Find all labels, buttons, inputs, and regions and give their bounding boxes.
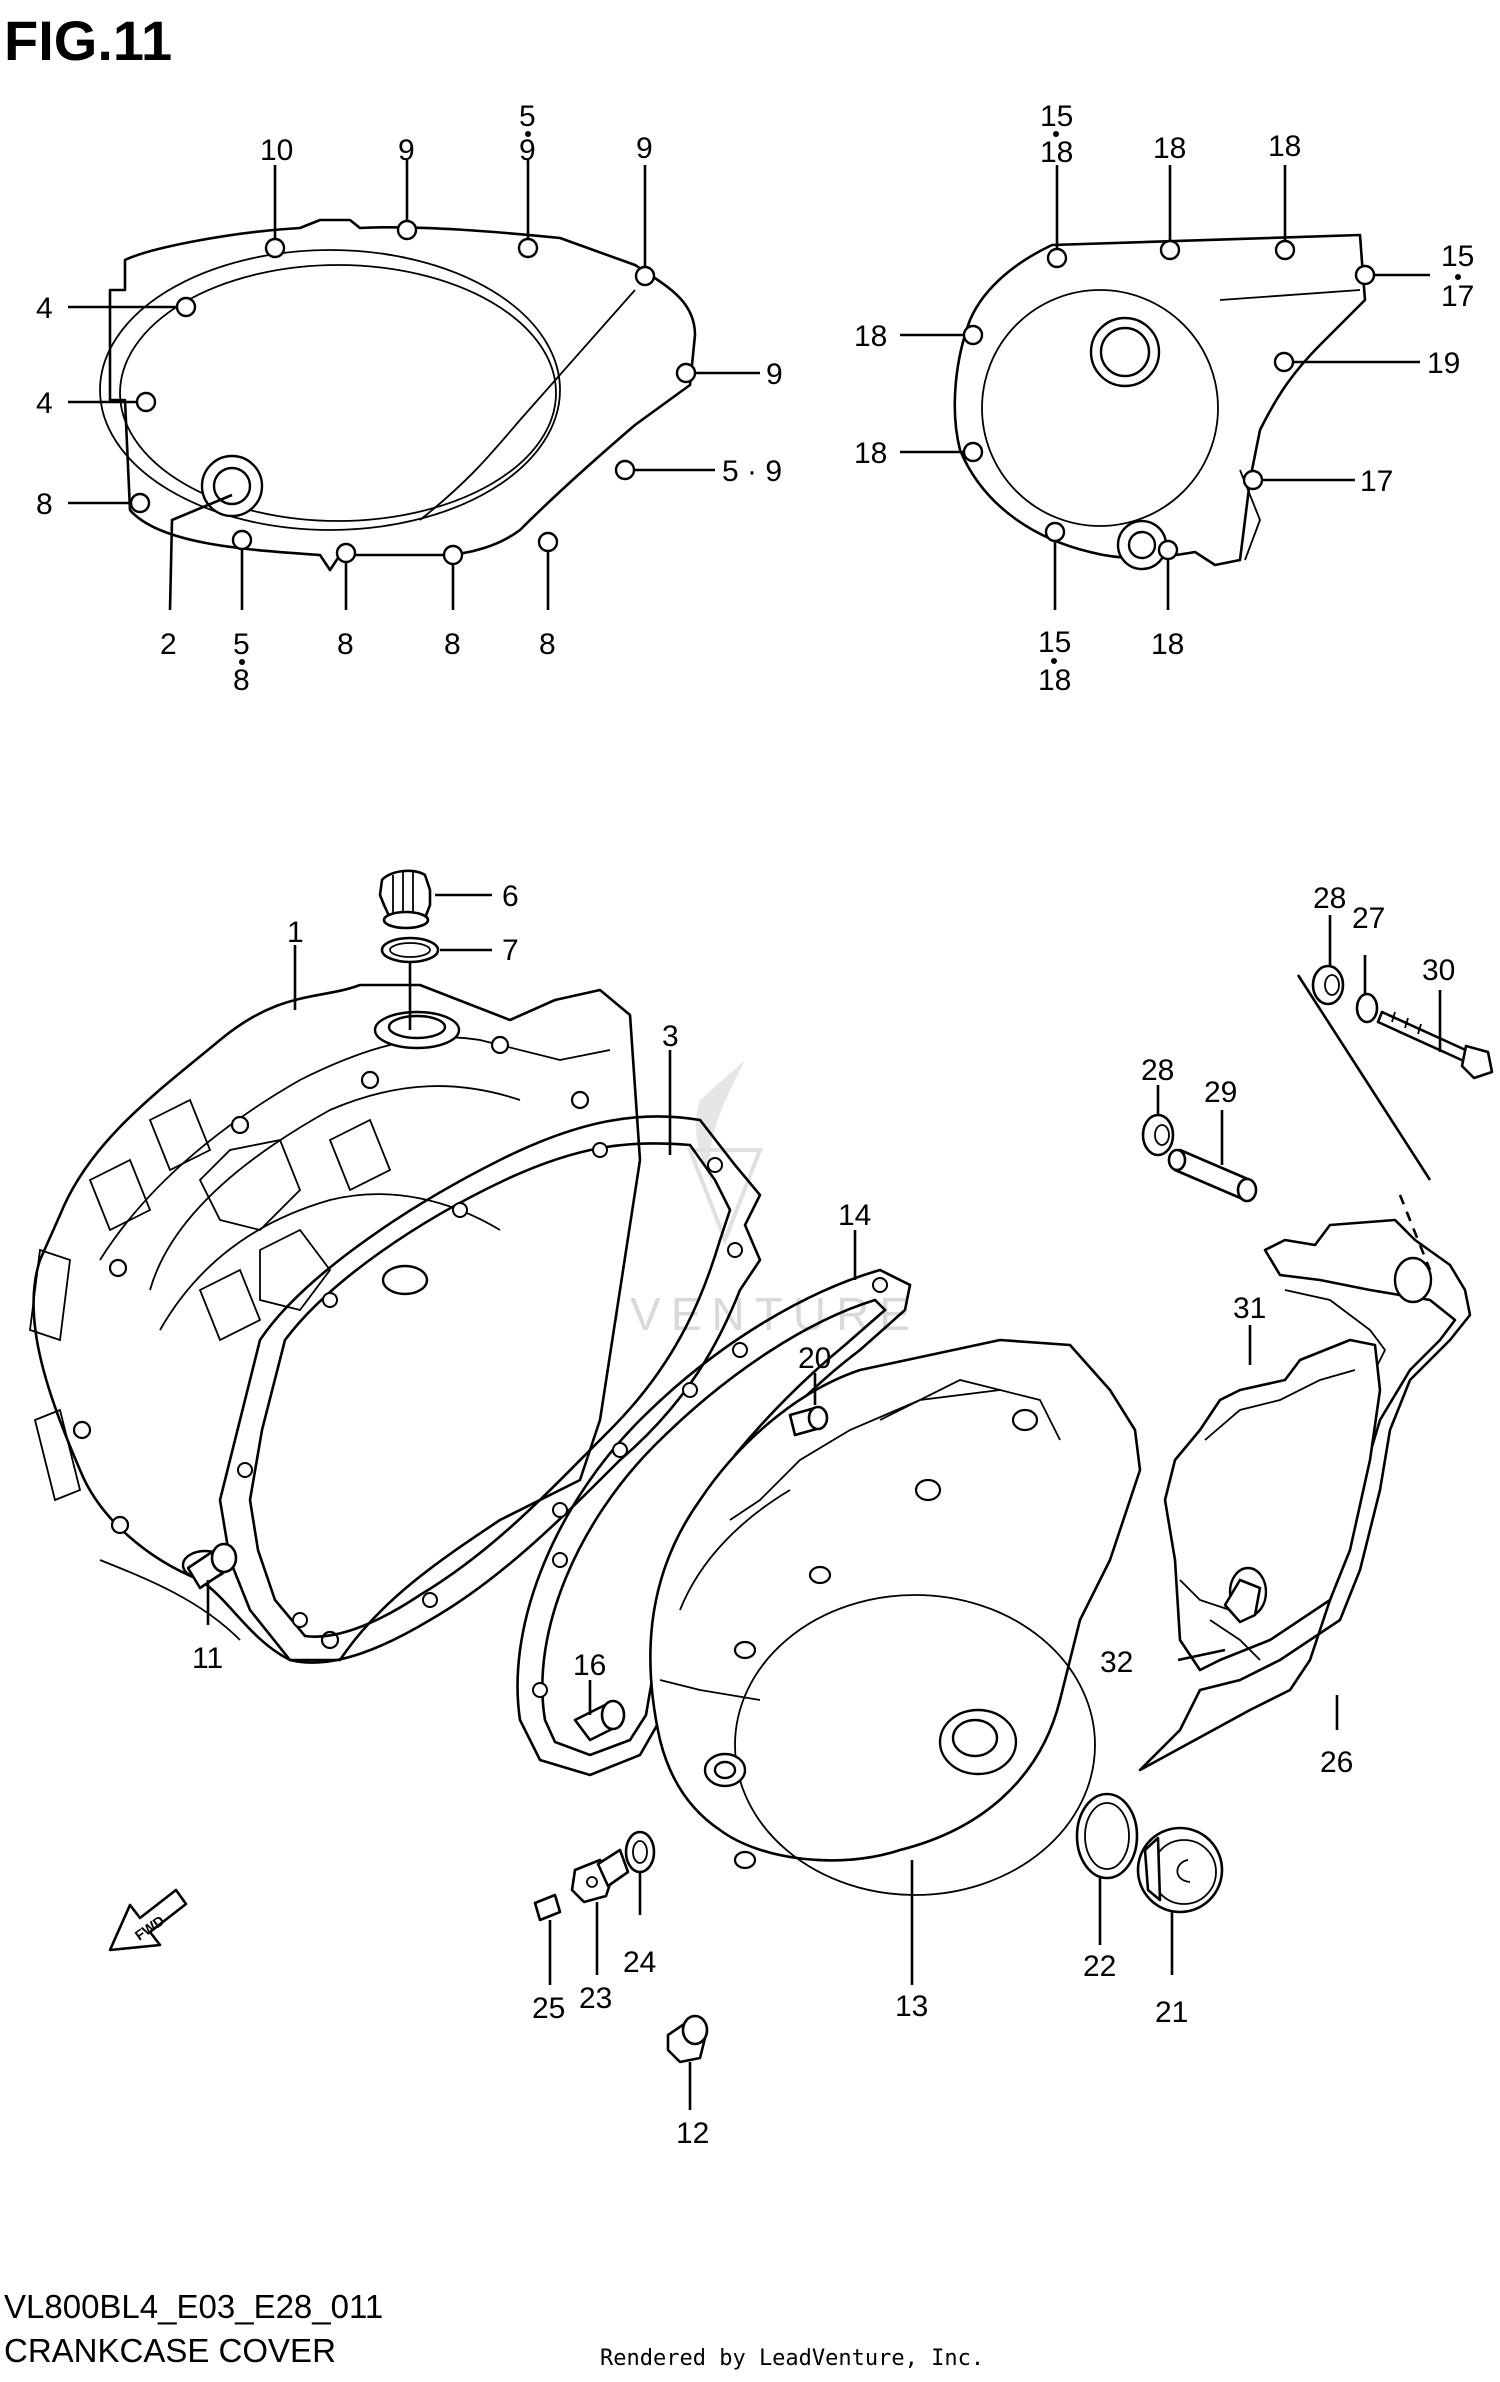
model-code: VL800BL4_E03_E28_011: [4, 2288, 383, 2325]
part-28-spacer-upper: [1311, 964, 1345, 1006]
top-left-leaders: [68, 160, 760, 611]
callout-18: 18: [1153, 132, 1186, 165]
part-11-dowel: [186, 1542, 238, 1590]
top-right-leaders: [900, 165, 1430, 610]
part-32-rubber: [1223, 1578, 1262, 1624]
callout-23: 23: [579, 1982, 612, 2015]
callout-27: 27: [1352, 902, 1385, 935]
callout-8: 8: [444, 628, 461, 661]
part-25-pin: [533, 1893, 562, 1922]
callout-8: 8: [337, 628, 354, 661]
callout-26: 26: [1320, 1746, 1353, 1779]
callout-22: 22: [1083, 1950, 1116, 1983]
callout-1: 1: [287, 916, 304, 949]
callout-5: 5: [233, 628, 250, 661]
clutch-cover-outline-view: [99, 218, 697, 572]
figure-title: FIG.11: [4, 9, 172, 72]
callout-15: 15: [1038, 626, 1071, 659]
callout-2: 2: [160, 628, 177, 661]
diagram-caption: CRANKCASE COVER: [4, 2332, 336, 2369]
callout-3: 3: [662, 1020, 679, 1053]
part-29-collar: [1167, 1148, 1258, 1203]
callout-29: 29: [1204, 1076, 1237, 1109]
part-1-crankcase-cover: [29, 983, 642, 1662]
callout-9: 9: [519, 134, 536, 167]
part-20-dowel: [788, 1405, 829, 1437]
callout-18: 18: [854, 320, 887, 353]
fwd-arrow-icon: FWD: [108, 1888, 188, 1952]
part-31-inner-plate: [1163, 1338, 1382, 1672]
callout-19: 19: [1427, 347, 1460, 380]
callout-14: 14: [838, 1199, 871, 1232]
callout-17: 17: [1441, 280, 1474, 313]
part-22-o-ring: [1075, 1792, 1139, 1880]
callout-17: 17: [1360, 465, 1393, 498]
callout-28: 28: [1313, 882, 1346, 915]
callout-12: 12: [676, 2117, 709, 2150]
part-3-gasket: [218, 1115, 762, 1664]
rendered-by-note: Rendered by LeadVenture, Inc.: [600, 2346, 984, 2371]
callout-25: 25: [532, 1992, 565, 2025]
callout-15: 15: [1441, 240, 1474, 273]
callout-5-9: 5 · 9: [722, 455, 782, 488]
part-12-plug: [666, 2014, 709, 2064]
callout-8: 8: [36, 488, 53, 521]
callout-31: 31: [1233, 1292, 1266, 1325]
callout-20: 20: [798, 1342, 831, 1375]
part-6-oil-filler-cap: [378, 869, 432, 930]
bottom-leaders: [206, 893, 1442, 2110]
part-27-washer: [1355, 992, 1379, 1024]
callout-28: 28: [1141, 1054, 1174, 1087]
callout-24: 24: [623, 1946, 656, 1979]
callout-16: 16: [573, 1649, 606, 1682]
callout-9: 9: [766, 358, 783, 391]
callout-4: 4: [36, 292, 53, 325]
callout-21: 21: [1155, 1996, 1188, 2029]
callout-5: 5: [519, 100, 536, 133]
callout-30: 30: [1422, 954, 1455, 987]
part-16-dowel: [573, 1699, 626, 1742]
callout-18: 18: [1268, 130, 1301, 163]
callout-13: 13: [895, 1990, 928, 2023]
callout-18: 18: [854, 437, 887, 470]
part-21-plug: [1136, 1826, 1224, 1914]
part-28-spacer-lower: [1141, 1113, 1175, 1157]
callout-9: 9: [636, 132, 653, 165]
bottom-labels: 1 6 7 3 14 20 11 16 28 27 30 28 29 31 32…: [192, 880, 1455, 2150]
callout-11: 11: [192, 1642, 223, 1675]
part-13-generator-cover: [649, 1338, 1142, 1896]
callout-6: 6: [502, 880, 519, 913]
part-24-washer: [624, 1830, 656, 1874]
callout-18: 18: [1040, 136, 1073, 169]
top-left-labels: 10 9 5 9 9 4 4 9 5 · 9 8 2 5 8 8 8 8: [36, 100, 783, 697]
callout-9: 9: [398, 134, 415, 167]
callout-18: 18: [1038, 664, 1071, 697]
callout-32: 32: [1100, 1646, 1133, 1679]
part-23-drain-plug: [570, 1848, 630, 1904]
callout-8: 8: [539, 628, 556, 661]
callout-4: 4: [36, 387, 53, 420]
part-30-bolt: [1376, 1010, 1494, 1080]
callout-8: 8: [233, 664, 250, 697]
callout-7: 7: [502, 934, 519, 967]
callout-18: 18: [1151, 628, 1184, 661]
top-right-labels: 15 18 18 18 15 17 18 19 18 17 15 18 18: [854, 100, 1474, 697]
callout-15: 15: [1040, 100, 1073, 133]
generator-cover-outline-view: [953, 233, 1376, 571]
part-7-o-ring: [380, 936, 440, 964]
callout-10: 10: [260, 134, 293, 167]
